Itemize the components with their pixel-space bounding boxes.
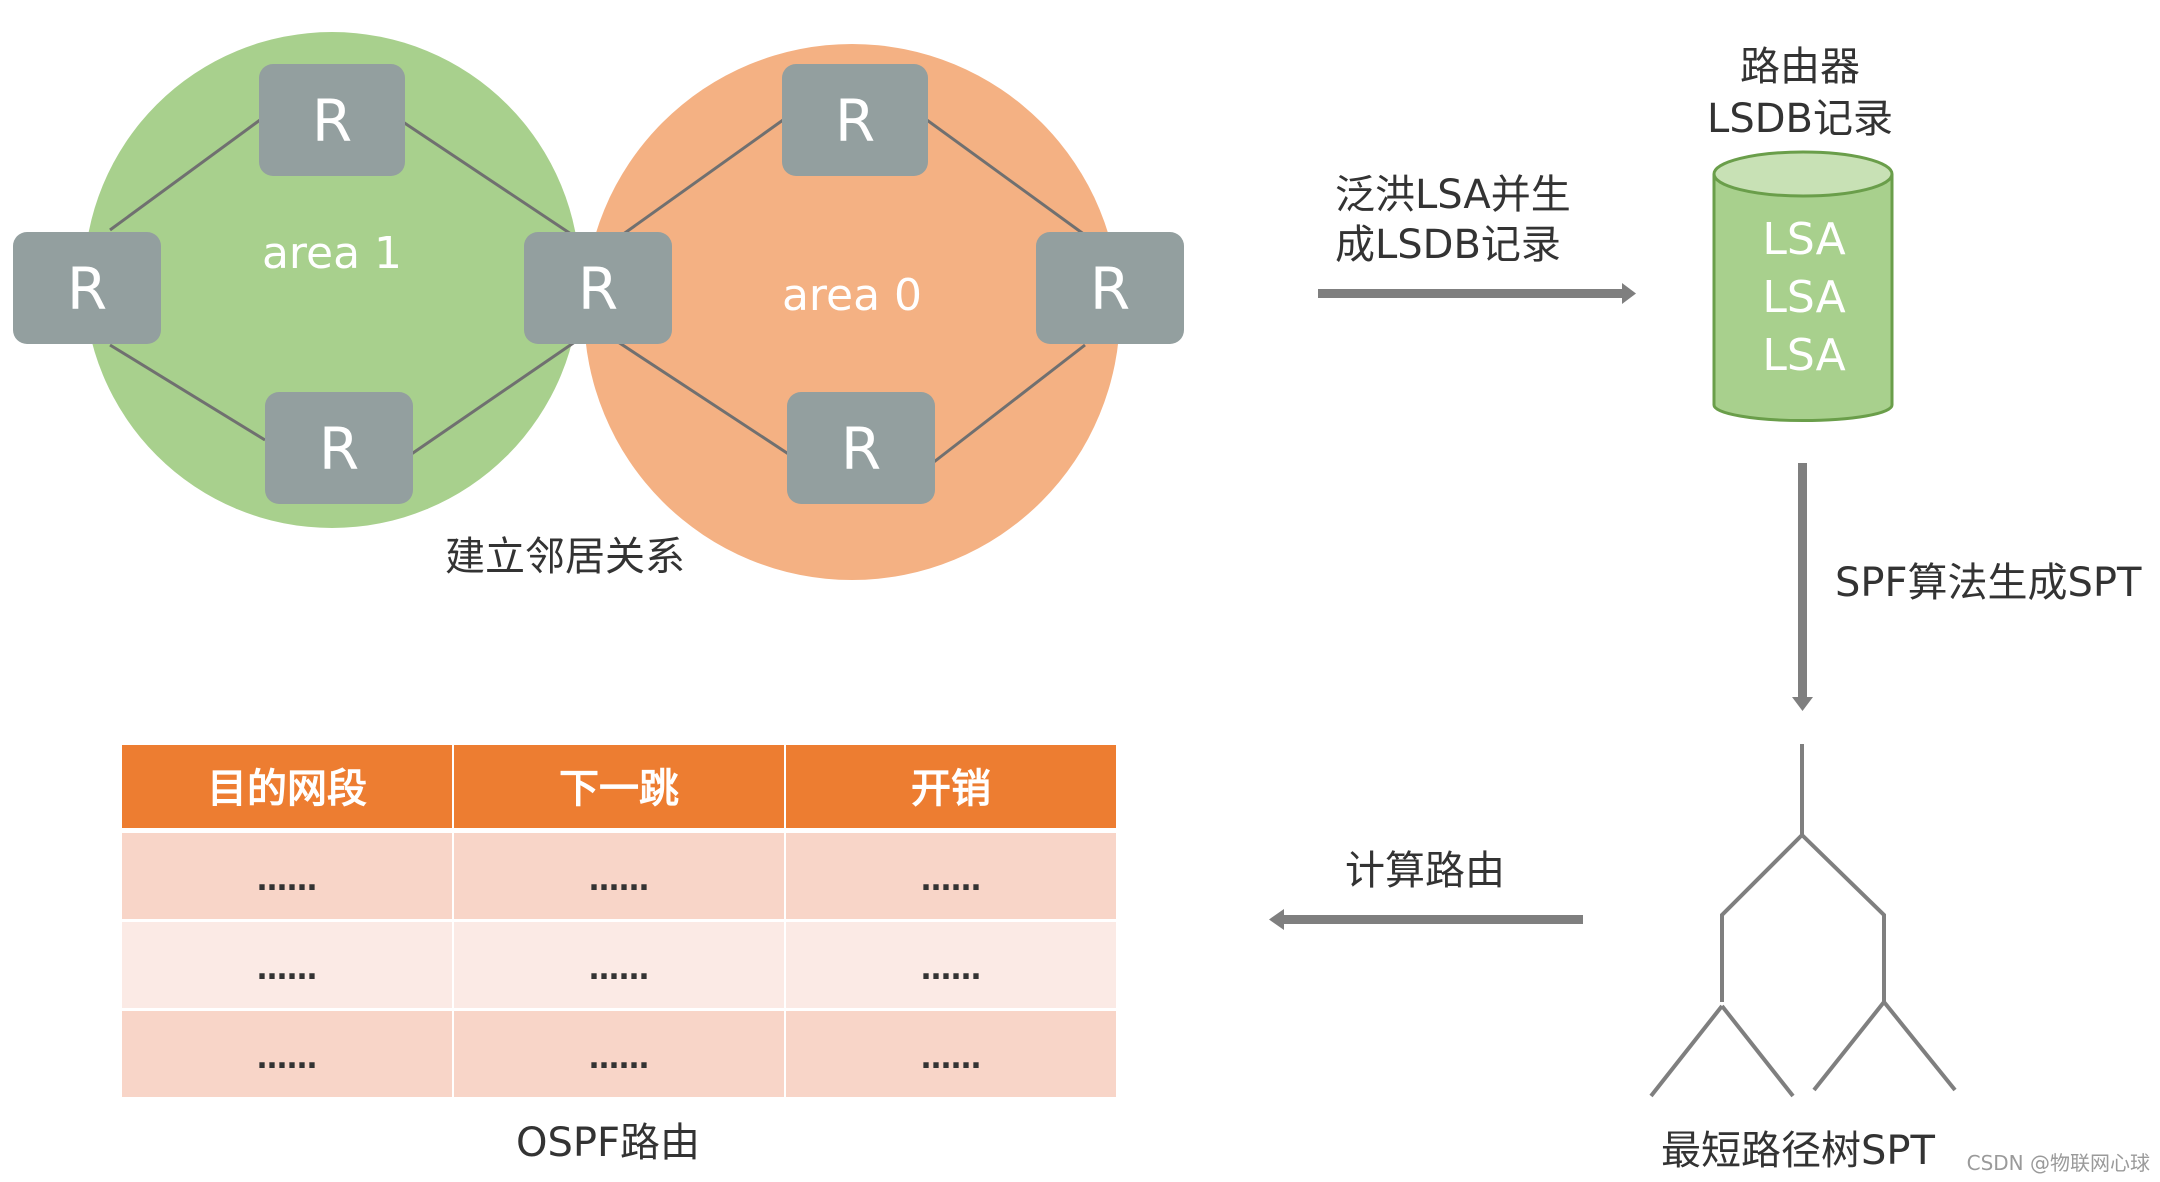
router-label: R: [841, 415, 881, 483]
table-cell: ……: [589, 952, 649, 987]
compute-label: 计算路由: [1345, 848, 1505, 894]
column-header: 开销: [911, 766, 991, 812]
table-cell: ……: [257, 1041, 317, 1076]
spf-arrow: [1792, 463, 1813, 711]
table-cell: ……: [589, 1041, 649, 1076]
compute-arrow: [1269, 909, 1583, 930]
routing-table: 目的网段 下一跳 开销 …… …… …… …… …… …… …… …… ……: [122, 745, 1116, 1097]
table-cell: ……: [921, 863, 981, 898]
lsdb-entry: LSA: [1762, 330, 1845, 381]
lsdb-cylinder: [1712, 150, 1894, 423]
spt-tree: [1649, 744, 1957, 1098]
lsdb-title-line1: 路由器: [1740, 44, 1860, 90]
router-label: R: [319, 415, 359, 483]
table-row: …… …… ……: [122, 1011, 1116, 1097]
flood-label-line2: 成LSDB记录: [1335, 222, 1561, 268]
table-row: …… …… ……: [122, 833, 1116, 919]
table-cell: ……: [921, 952, 981, 987]
router-label: R: [1090, 255, 1130, 323]
area-1-label: area 1: [262, 228, 402, 279]
spf-label: SPF算法生成SPT: [1835, 560, 2142, 606]
router-label: R: [312, 87, 352, 155]
router-area1-bottom: R: [265, 392, 413, 504]
tree-caption: 最短路径树SPT: [1661, 1128, 1936, 1174]
router-area0-bottom: R: [787, 392, 935, 504]
adjacency-caption: 建立邻居关系: [445, 534, 685, 580]
area-0-label: area 0: [782, 270, 922, 321]
flood-label-line1: 泛洪LSA并生: [1335, 172, 1571, 218]
router-label: R: [67, 255, 107, 323]
area-0-circle: [584, 44, 1120, 580]
router-area0-right: R: [1036, 232, 1184, 344]
router-abr-center: R: [524, 232, 672, 344]
watermark: CSDN @物联网心球: [1967, 1151, 2150, 1175]
router-label: R: [578, 255, 618, 323]
router-area1-left: R: [13, 232, 161, 344]
column-header: 目的网段: [207, 766, 367, 812]
lsdb-entry: LSA: [1762, 214, 1845, 265]
router-area0-top: R: [782, 64, 928, 176]
lsdb-title-line2: LSDB记录: [1707, 96, 1893, 142]
table-cell: ……: [257, 863, 317, 898]
flood-arrow: [1318, 283, 1636, 304]
table-header: 目的网段 下一跳 开销: [122, 745, 1116, 828]
table-caption: OSPF路由: [516, 1120, 700, 1166]
table-cell: ……: [921, 1041, 981, 1076]
table-cell: ……: [257, 952, 317, 987]
lsdb-entry: LSA: [1762, 272, 1845, 323]
column-header: 下一跳: [559, 766, 679, 812]
table-cell: ……: [589, 863, 649, 898]
router-links: [109, 113, 1086, 467]
table-row: …… …… ……: [122, 922, 1116, 1008]
router-area1-top: R: [259, 64, 405, 176]
router-label: R: [835, 87, 875, 155]
